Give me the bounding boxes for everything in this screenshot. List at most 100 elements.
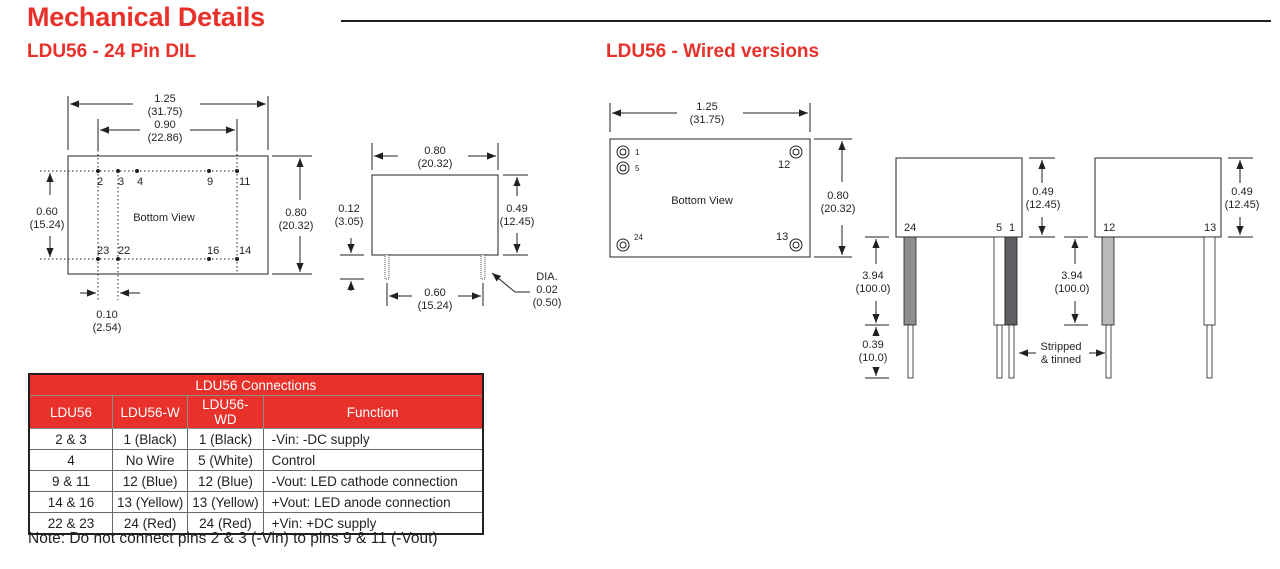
wire-red — [903, 236, 917, 326]
wire-pin-label: 12 — [1103, 222, 1115, 234]
side-height-in: 0.49 — [506, 203, 527, 215]
dil-pin — [384, 254, 390, 280]
wired-side-view-left: 24 5 1 0.49 (12.45) 3.94 (100.0) 0.39 (1… — [856, 157, 1061, 379]
table-cell: -Vout: LED cathode connection — [262, 470, 484, 492]
wire-pin-label: 5 — [996, 222, 1002, 234]
wire-length-mm: (100.0) — [856, 283, 891, 295]
pad-5 — [616, 161, 630, 175]
tinned-label: & tinned — [1041, 354, 1081, 366]
strip-length-mm: (10.0) — [859, 352, 888, 364]
bottom-view-label: Bottom View — [133, 212, 195, 224]
title-rule — [341, 20, 1271, 22]
side-width-mm: (20.32) — [418, 158, 453, 170]
wired-width-in: 1.25 — [696, 101, 717, 113]
pin-dia-in: 0.02 — [536, 284, 557, 296]
wired-body-height-in: 0.49 — [1231, 186, 1252, 198]
pin-dia-label: DIA. — [536, 271, 557, 283]
pin-dia-mm: (0.50) — [533, 297, 562, 309]
wired-height-mm: (20.32) — [821, 203, 856, 215]
table-cell: -Vin: -DC supply — [262, 428, 484, 450]
side-width-in: 0.80 — [424, 145, 445, 157]
connections-table: LDU56 Connections LDU56 LDU56-W LDU56-WD… — [28, 373, 484, 535]
dil-bottom-view: 1.25 (31.75) 0.90 (22.86) 2 3 4 9 11 23 … — [30, 93, 314, 334]
dil-side-view: 0.80 (20.32) 0.49 (12.45) 0.12 (3.05) 0.… — [335, 143, 562, 312]
wired-body-height-mm: (12.45) — [1026, 199, 1061, 211]
wired-side-view-right: 12 13 0.49 (12.45) 3.94 (100.0) — [1055, 157, 1260, 379]
table-cell: 1 (Black) — [111, 428, 189, 450]
wired-side-body — [1094, 157, 1222, 238]
pin-dot — [135, 169, 139, 173]
table-cell: 1 (Black) — [187, 428, 264, 450]
pin-label: 9 — [207, 176, 213, 188]
pad-13 — [789, 238, 803, 252]
wire-blue — [1101, 236, 1115, 326]
table-cell: 24 (Red) — [187, 512, 264, 535]
table-cell: +Vout: LED anode connection — [262, 491, 484, 513]
pad-label: 1 — [635, 148, 640, 157]
wire-pin-label: 24 — [904, 222, 916, 234]
wired-width-mm: (31.75) — [690, 114, 725, 126]
side-height-mm: (12.45) — [500, 216, 535, 228]
wire-stripped-end — [996, 324, 1003, 379]
column-header: LDU56-W — [111, 395, 189, 429]
pin-dot — [96, 169, 100, 173]
pin-label: 14 — [239, 245, 251, 257]
table-cell: +Vin: +DC supply — [262, 512, 484, 535]
table-cell: 14 & 16 — [28, 491, 113, 513]
page-title: Mechanical Details — [27, 2, 266, 32]
wire-length-in: 3.94 — [1061, 270, 1082, 282]
stripped-tinned-callout: Stripped & tinned — [1019, 341, 1105, 366]
pad-label: 24 — [634, 233, 643, 242]
pad-24 — [616, 238, 630, 252]
pin-label: 3 — [118, 176, 124, 188]
wired-height-in: 0.80 — [827, 190, 848, 202]
wire-black — [1004, 236, 1018, 326]
dil-width-in: 1.25 — [154, 93, 175, 105]
dil-rowspacing-in: 0.60 — [36, 206, 57, 218]
pad-12 — [789, 145, 803, 159]
dil-pinspan-mm: (22.86) — [148, 132, 183, 144]
table-cell: 13 (Yellow) — [111, 491, 189, 513]
wire-yellow — [1203, 236, 1216, 326]
dil-pitch-mm: (2.54) — [93, 322, 122, 334]
wire-pin-label: 1 — [1009, 222, 1015, 234]
wired-body-outline — [609, 138, 811, 258]
table-cell: Control — [262, 449, 484, 471]
wire-white — [993, 236, 1006, 326]
pin-spacing-mm: (15.24) — [418, 300, 453, 312]
pin-dot — [116, 169, 120, 173]
table-row: 14 & 16 13 (Yellow) 13 (Yellow) +Vout: L… — [28, 491, 484, 513]
table-cell: 4 — [28, 449, 113, 471]
pin-label: 23 — [97, 245, 109, 257]
column-header: LDU56 — [28, 395, 113, 429]
leader-arrow — [491, 272, 530, 293]
wire-pin-label: 13 — [1204, 222, 1216, 234]
pin-label: 2 — [97, 176, 103, 188]
table-cell: No Wire — [111, 449, 189, 471]
pin-dot — [235, 169, 239, 173]
wired-body-height-in: 0.49 — [1032, 186, 1053, 198]
wired-body-height-mm: (12.45) — [1225, 199, 1260, 211]
section-title-wired: LDU56 - Wired versions — [606, 41, 820, 62]
section-title-dil: LDU56 - 24 Pin DIL — [27, 41, 196, 62]
pad-label: 5 — [635, 164, 640, 173]
wire-length-mm: (100.0) — [1055, 283, 1090, 295]
pad-label: 12 — [778, 159, 790, 171]
wired-side-body — [895, 157, 1023, 238]
stripped-label: Stripped — [1041, 341, 1082, 353]
table-cell: 9 & 11 — [28, 470, 113, 492]
pin-spacing-in: 0.60 — [424, 287, 445, 299]
dil-side-body — [371, 174, 499, 256]
table-cell: 12 (Blue) — [187, 470, 264, 492]
table-row: 4 No Wire 5 (White) Control — [28, 449, 484, 471]
column-header: Function — [262, 395, 484, 429]
table-caption: LDU56 Connections — [28, 373, 484, 396]
dil-height-mm: (20.32) — [279, 220, 314, 232]
dil-width-mm: (31.75) — [148, 106, 183, 118]
pin-dot — [207, 257, 211, 261]
pin-label: 22 — [118, 245, 130, 257]
pin-length-mm: (3.05) — [335, 216, 364, 228]
pin-dot — [235, 257, 239, 261]
pin-dot — [207, 169, 211, 173]
table-cell: 5 (White) — [187, 449, 264, 471]
